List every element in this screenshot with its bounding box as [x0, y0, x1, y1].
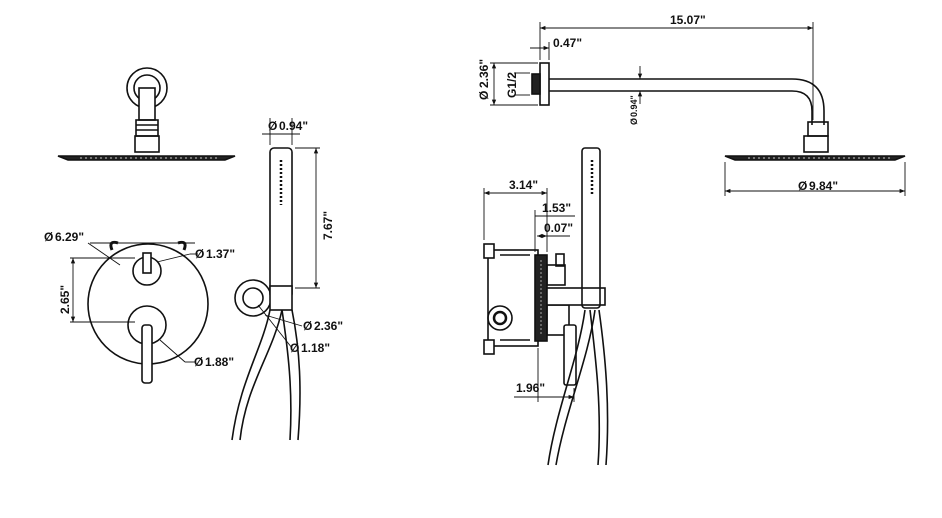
head-diameter-symbol: Ø — [798, 179, 807, 193]
plate-diameter-label: 6.29" — [55, 230, 84, 244]
holder-bracket-inner — [242, 287, 264, 309]
handheld-diameter-label: 0.94" — [279, 119, 308, 133]
head-mount — [134, 135, 160, 153]
handle-spacing-label: 2.65" — [58, 285, 72, 314]
lower-knob-diameter-label: 1.88" — [205, 355, 234, 369]
valve-port — [487, 305, 513, 331]
hose-side-left — [547, 309, 586, 466]
flange-depth-label: 0.47" — [553, 36, 582, 50]
arm-bottom-edge — [549, 90, 813, 125]
holder-inner-label: 1.18" — [301, 341, 330, 355]
flange-diameter-symbol: Ø — [477, 91, 491, 100]
handheld-dims — [257, 118, 320, 349]
holder-arm-side — [546, 287, 606, 306]
upper-knob-diameter-label: 1.37" — [206, 247, 235, 261]
plate-thickness-label: 0.07" — [544, 221, 573, 235]
thread-label: G1/2 — [505, 72, 519, 98]
plate-tab-left — [109, 240, 119, 251]
shower-arm-side-view — [531, 62, 906, 161]
upper-knob-diameter-symbol: Ø — [195, 247, 204, 261]
arm-wall-flange — [539, 62, 550, 106]
plate-tab-right — [177, 240, 187, 251]
arm-diameter-symbol: Ø — [629, 118, 639, 125]
holder-inner-symbol: Ø — [290, 341, 299, 355]
valve-trim-dims — [70, 242, 198, 363]
shower-arm-dims — [490, 22, 906, 196]
handheld-front-view — [231, 147, 301, 441]
handheld-diameter-symbol: Ø — [268, 119, 277, 133]
handheld-length-label: 7.67" — [321, 211, 335, 240]
hose-left-outer — [231, 309, 271, 441]
flange-diameter-label: 2.36" — [477, 59, 491, 88]
arm-top-edge — [549, 78, 825, 125]
handheld-body — [269, 147, 293, 299]
valve-depth-label: 3.14" — [509, 178, 538, 192]
valve-body — [487, 249, 539, 347]
valve-side-view — [483, 147, 609, 466]
arm-diameter-label: 0.94" — [629, 95, 639, 117]
arm-drop — [138, 87, 156, 121]
plate-diameter-symbol: Ø — [44, 230, 53, 244]
handle-projection-label: 1.96" — [516, 381, 545, 395]
hose-right — [281, 309, 292, 441]
shower-head-front-view — [57, 67, 236, 161]
head-diameter-label: 9.84" — [809, 179, 838, 193]
upper-knob-side — [546, 264, 566, 286]
upper-knob-lever — [142, 252, 152, 274]
holder-outer-label: 2.36" — [314, 319, 343, 333]
hose-side-right — [589, 309, 601, 466]
arm-connector — [135, 119, 159, 137]
thread-connector — [531, 73, 541, 95]
lower-knob-lever — [141, 324, 153, 384]
plate-offset-label: 1.53" — [542, 201, 571, 215]
valve-side-dims — [483, 188, 575, 402]
handheld-side — [581, 147, 601, 309]
lower-knob-diameter-symbol: Ø — [194, 355, 203, 369]
handheld-holder — [269, 285, 293, 311]
holder-bracket — [234, 279, 272, 317]
arm-length-label: 15.07" — [670, 13, 706, 27]
head-mount-side — [803, 135, 829, 153]
holder-outer-symbol: Ø — [303, 319, 312, 333]
arm-nut — [807, 121, 829, 137]
